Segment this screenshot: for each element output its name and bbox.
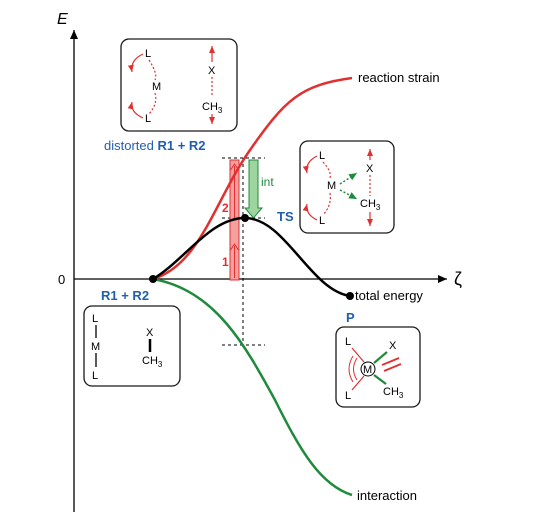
reactant-point — [149, 275, 157, 283]
box4-metal-ring — [360, 361, 376, 377]
reaction-strain-label: reaction strain — [358, 70, 440, 85]
box4-CH3: CH3 — [383, 386, 404, 400]
box4-L-top: L — [345, 336, 351, 348]
box1-M: M — [152, 81, 161, 93]
box2-L-top: L — [319, 150, 325, 162]
box2-L-bottom: L — [319, 215, 325, 227]
box1-L-bottom: L — [145, 113, 151, 125]
box3-CH3: CH3 — [142, 355, 163, 369]
box-transition-state: L M L X CH3 — [299, 140, 395, 234]
zero-label: 0 — [58, 272, 65, 287]
reaction-strain-curve — [152, 76, 353, 281]
box1-L-top: L — [145, 48, 151, 60]
interaction-bar — [243, 159, 264, 219]
box-distorted-reactants: L M L X CH3 — [120, 38, 238, 132]
box2-M: M — [327, 180, 336, 192]
box2-X: X — [366, 163, 374, 175]
box3-M: M — [91, 341, 100, 353]
box2-bond-forming-x — [339, 172, 358, 185]
step-arrow-1 — [230, 243, 239, 278]
product-label: P — [346, 310, 355, 325]
box-reactants: L M L X CH3 — [83, 305, 181, 387]
interaction-curve — [152, 277, 353, 497]
box3-L-top: L — [92, 313, 98, 325]
distorted-prefix: distorted — [104, 138, 157, 153]
step-label-2: 2 — [222, 201, 229, 215]
x-axis-label: ζ — [454, 269, 462, 289]
ts-label: TS — [277, 209, 294, 224]
total-energy-label: total energy — [355, 288, 423, 303]
product-point — [346, 292, 354, 300]
box2-bond-forming-ch3 — [339, 189, 358, 200]
reactants-label: R1 + R2 — [101, 288, 149, 303]
box4-L-bottom: L — [345, 390, 351, 402]
box-product: L L M X CH3 — [335, 326, 421, 408]
box1-bend-arrow-bottom — [127, 101, 144, 119]
box4-X: X — [389, 340, 397, 352]
box2-CH3: CH3 — [360, 198, 381, 212]
distorted-species: R1 + R2 — [157, 138, 205, 153]
ts-point — [241, 214, 249, 222]
box3-X: X — [146, 327, 154, 339]
interaction-label: interaction — [357, 488, 417, 503]
box4-M: M — [363, 364, 372, 376]
box1-CH3: CH3 — [202, 101, 223, 115]
int-label: int — [261, 175, 274, 189]
y-axis-label: E — [57, 11, 68, 28]
box1-bend-arrow-top — [127, 53, 144, 73]
box3-L-bottom: L — [92, 370, 98, 382]
box1-X: X — [208, 65, 216, 77]
step-label-1: 1 — [222, 255, 229, 269]
distorted-label: distorted R1 + R2 — [104, 138, 206, 153]
